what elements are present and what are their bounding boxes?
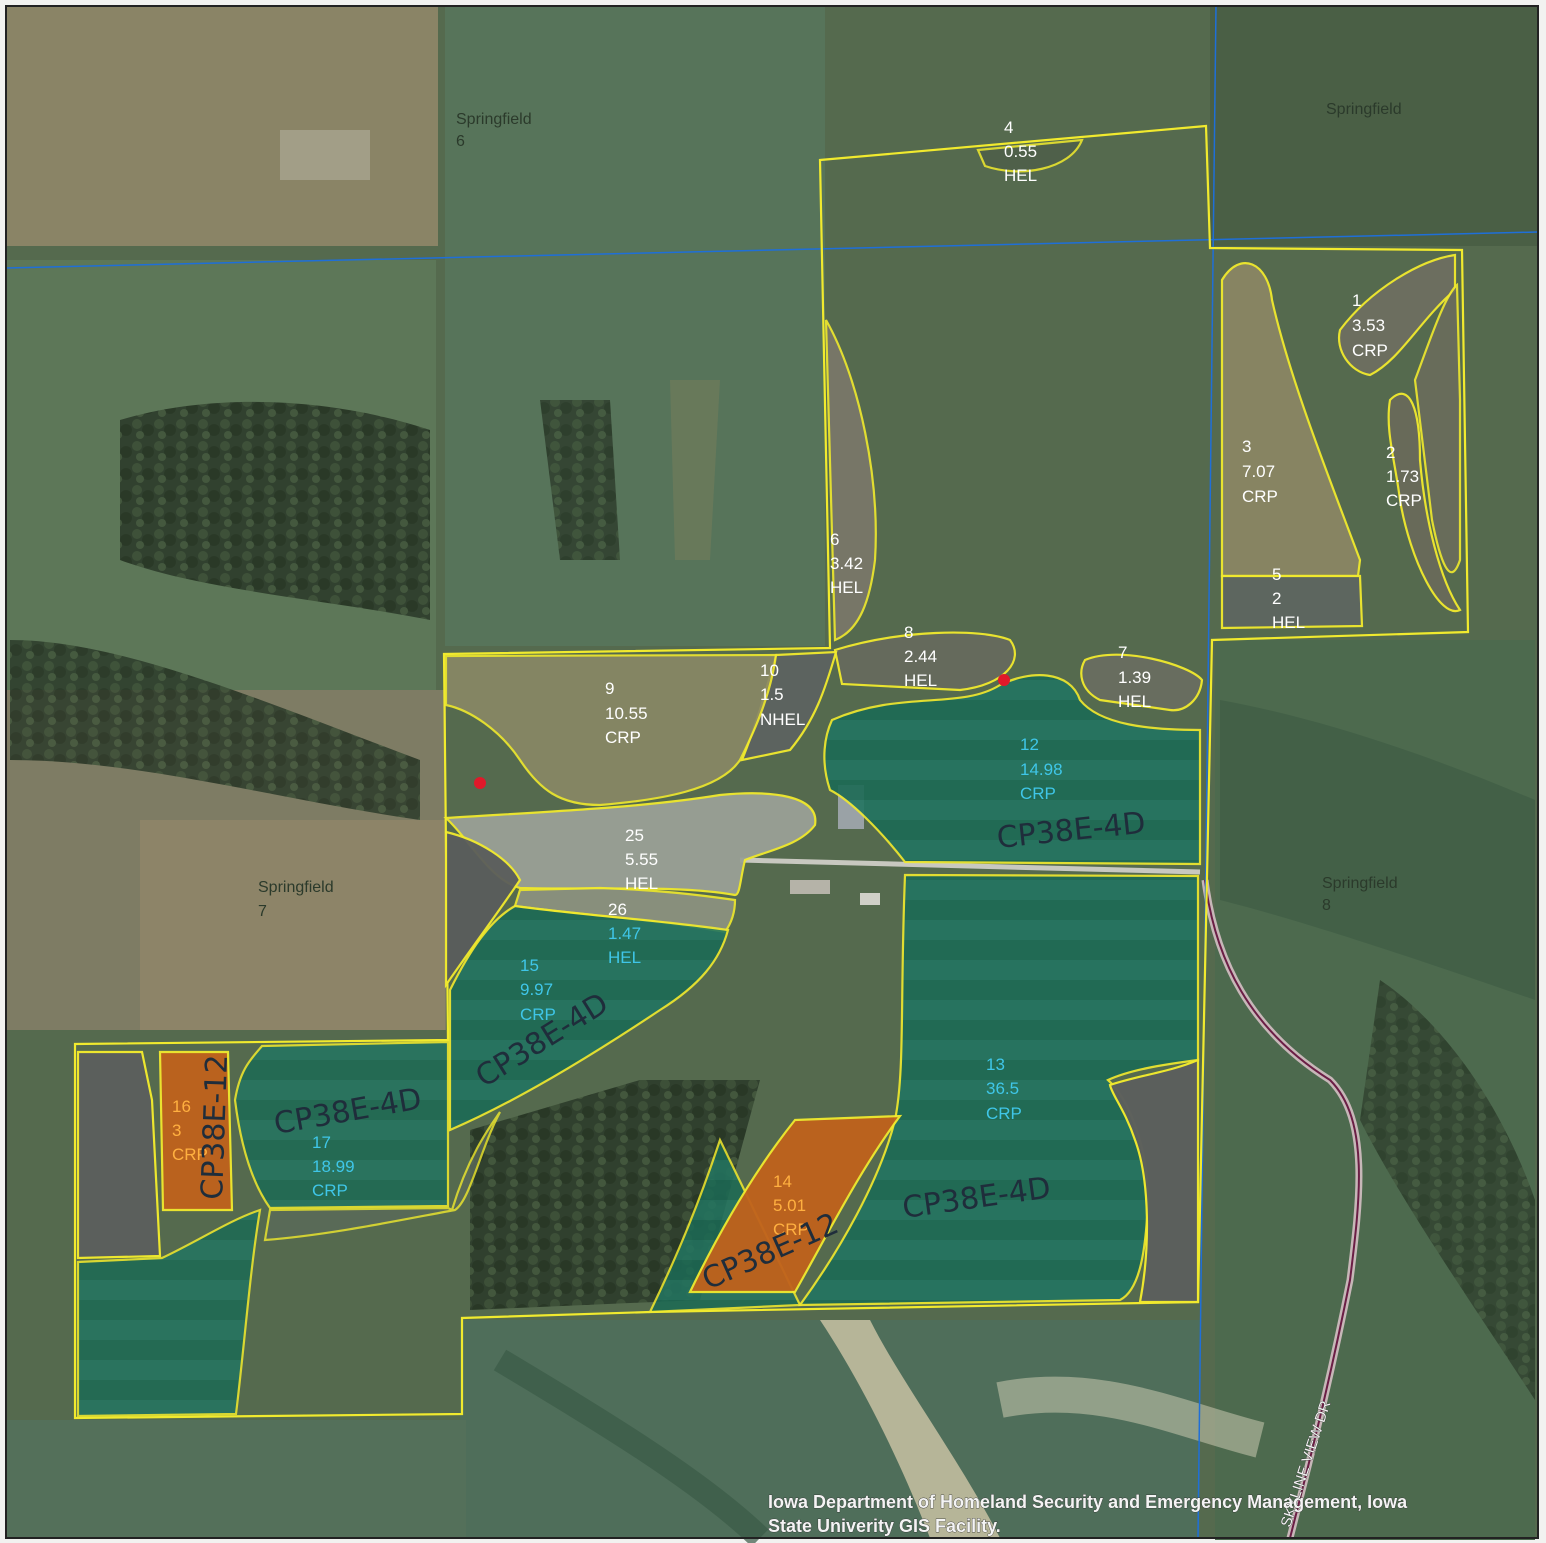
field-label-type: CRP [1352, 341, 1388, 360]
township-label-num: 8 [1322, 897, 1331, 914]
field-label-acres: 9.97 [520, 980, 553, 999]
field-sw-gray [76, 1050, 162, 1260]
township-label-name: Springfield [258, 879, 334, 896]
field-label-acres: 1.47 [608, 924, 641, 943]
field-2 [1387, 392, 1462, 613]
attribution-line-2: State Univerity GIS Facility. [768, 1516, 1001, 1536]
field-labels: 1 3.53 CRP 2 1.73 CRP 3 7.07 CRP 4 0.55 … [172, 118, 1422, 1239]
field-4 [976, 138, 1084, 173]
field-label-type: HEL [1004, 166, 1037, 185]
township-label-name: Springfield [1322, 875, 1398, 892]
field-15 [448, 904, 730, 1132]
field-label-id: 12 [1020, 735, 1039, 754]
township-labels: Springfield 6 Springfield Springfield 7 … [258, 101, 1402, 920]
field-label-acres: 3 [172, 1121, 181, 1140]
field-label-acres: 10.55 [605, 704, 648, 723]
field-8 [833, 631, 1016, 692]
field-label-id: 9 [605, 679, 614, 698]
field-label-id: 17 [312, 1133, 331, 1152]
field-label-id: 26 [608, 900, 627, 919]
handwritten-note: CP38E-12 [195, 1054, 235, 1200]
field-label-id: 6 [830, 530, 839, 549]
field-14 [688, 1114, 903, 1294]
field-label-id: 13 [986, 1055, 1005, 1074]
field-label-id: 3 [1242, 437, 1251, 456]
field-polygons [73, 124, 1470, 1420]
field-label-type: CRP [1386, 491, 1422, 510]
field-label-type: HEL [625, 874, 658, 893]
field-label-id: 5 [1272, 565, 1281, 584]
field-label-id: 8 [904, 623, 913, 642]
field-label-id: 16 [172, 1097, 191, 1116]
attribution: Iowa Department of Homeland Security and… [768, 1492, 1409, 1537]
field-label-acres: 3.53 [1352, 316, 1385, 335]
township-label-num: 6 [456, 133, 465, 150]
field-25 [443, 792, 817, 897]
township-label-name: Springfield [1326, 101, 1402, 118]
field-label-acres: 7.07 [1242, 462, 1275, 481]
markers [474, 674, 1010, 789]
field-label-acres: 2 [1272, 589, 1281, 608]
field-label-id: 15 [520, 956, 539, 975]
field-label-type: CRP [773, 1220, 809, 1239]
attribution-line-1: Iowa Department of Homeland Security and… [768, 1492, 1408, 1512]
field-label-acres: 1.5 [760, 685, 784, 704]
field-label-id: 7 [1118, 643, 1127, 662]
field-label-type: CRP [312, 1181, 348, 1200]
field-label-id: 1 [1352, 291, 1361, 310]
field-17-south [263, 1111, 501, 1242]
field-7 [1080, 653, 1204, 712]
field-label-type: CRP [605, 728, 641, 747]
field-label-acres: 14.98 [1020, 760, 1063, 779]
field-label-acres: 18.99 [312, 1157, 355, 1176]
field-sw-green [76, 1208, 262, 1418]
field-label-id: 2 [1386, 443, 1395, 462]
field-label-id: 14 [773, 1172, 792, 1191]
field-label-type: HEL [1272, 613, 1305, 632]
field-12 [823, 674, 1202, 866]
marker-dot [998, 674, 1010, 686]
field-label-type: HEL [608, 948, 641, 967]
field-label-type: CRP [1020, 784, 1056, 803]
field-9 [444, 653, 778, 807]
field-label-acres: 1.73 [1386, 467, 1419, 486]
field-label-acres: 5.01 [773, 1196, 806, 1215]
field-5 [1220, 574, 1364, 630]
field-label-acres: 2.44 [904, 647, 937, 666]
field-16 [158, 1050, 234, 1212]
township-label-name: Springfield [456, 111, 532, 128]
aerial-imagery [6, 6, 1538, 1543]
field-dark-left [444, 830, 522, 989]
field-label-type: HEL [904, 671, 937, 690]
field-label-id: 4 [1004, 118, 1013, 137]
field-17 [233, 1040, 450, 1210]
marker-dot [474, 777, 486, 789]
field-label-type: HEL [830, 578, 863, 597]
field-1 [1337, 253, 1457, 377]
field-label-acres: 0.55 [1004, 142, 1037, 161]
field-label-acres: 5.55 [625, 850, 658, 869]
field-label-id: 25 [625, 826, 644, 845]
section-lines [5, 5, 1539, 1539]
township-label-num: 7 [258, 903, 267, 920]
field-13-east-gray [1108, 1058, 1200, 1304]
map-frame [5, 5, 1539, 1539]
field-label-type: NHEL [760, 710, 805, 729]
field-label-acres: 3.42 [830, 554, 863, 573]
field-label-type: CRP [986, 1104, 1022, 1123]
field-13 [797, 873, 1200, 1307]
field-label-type: HEL [1118, 692, 1151, 711]
field-label-type: CRP [520, 1005, 556, 1024]
field-label-acres: 1.39 [1118, 668, 1151, 687]
field-1b [1413, 282, 1462, 574]
field-3 [1220, 262, 1362, 578]
field-label-type: CRP [172, 1145, 208, 1164]
field-label-id: 10 [760, 661, 779, 680]
field-6 [824, 319, 877, 642]
field-label-acres: 36.5 [986, 1079, 1019, 1098]
field-label-type: CRP [1242, 487, 1278, 506]
